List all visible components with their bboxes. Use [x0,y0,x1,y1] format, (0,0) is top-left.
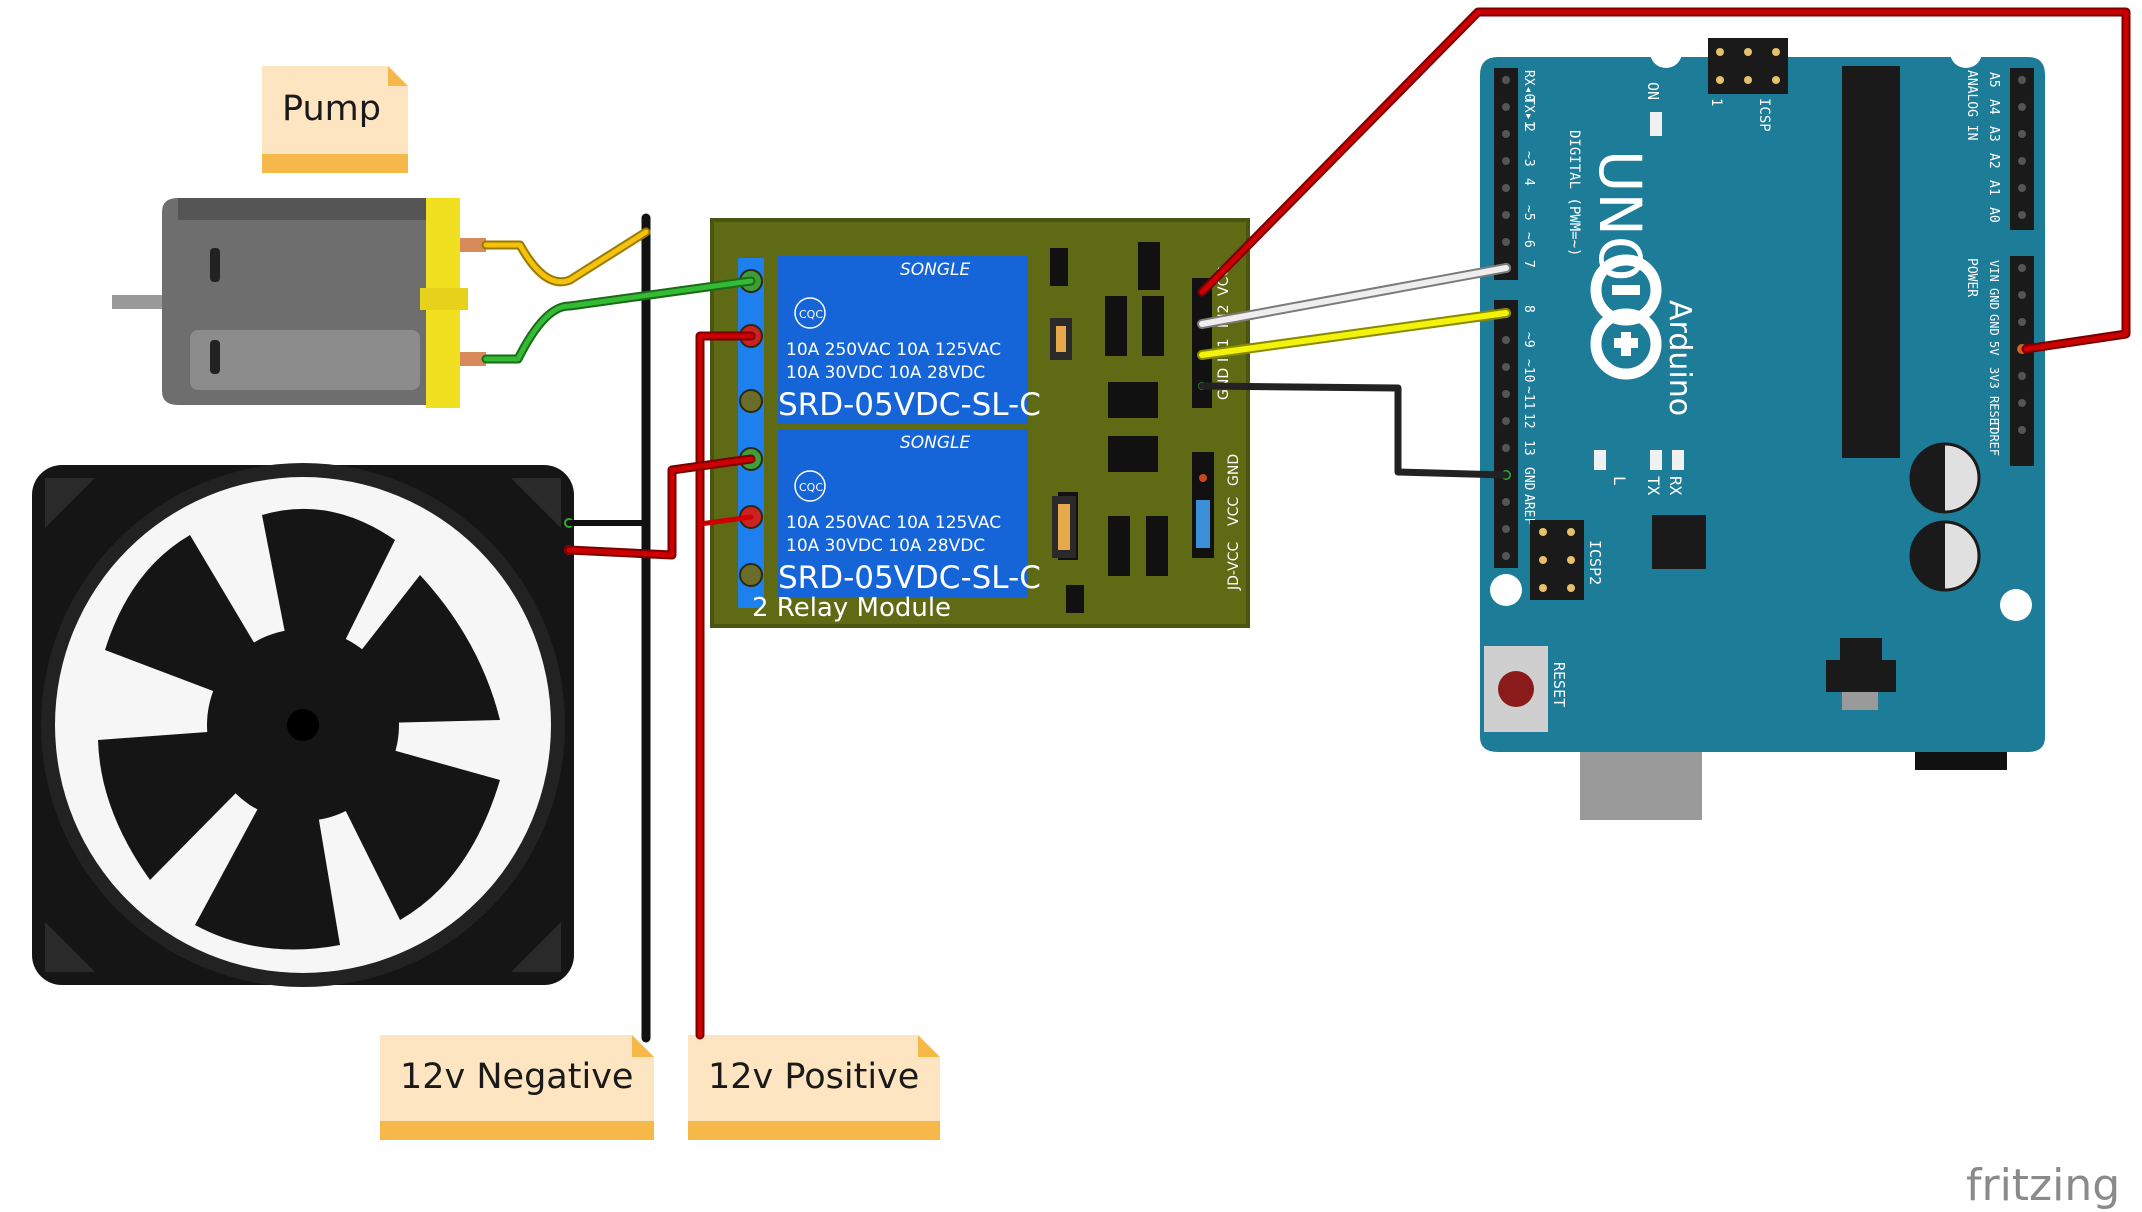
relay-1-model: SRD-05VDC-SL-C [778,387,1041,423]
pin-label-d10: ~10 [1521,359,1536,382]
relay-1-ratings-2: 10A 30VDC 10A 28VDC [786,363,985,383]
relay-module: SONGLE CQC 10A 250VAC 10A 125VAC 10A 30V… [710,218,1250,628]
relay-module-title: 2 Relay Module [752,593,951,623]
relay-jumper-vcc: VCC [1226,497,1242,526]
relay-2-brand: SONGLE [900,433,971,453]
pin-label-reset: RESET [1987,396,2001,432]
pin-label-d11: ~11 [1521,386,1536,409]
pin-label-a3: A3 [1986,126,2001,142]
note-pump: Pump [262,66,408,173]
analog-pin-labels: A5 A4 A3 A2 A1 A0 ANALOG IN [1964,70,2001,223]
on-label: ON [1644,82,1662,100]
digital-pin-labels: RX◂0 TX▸1 2 ~3 4 ~5 ~6 7 8 ~9 ~10 ~11 12… [1521,70,1536,525]
pin-label-d1: TX▸1 [1521,97,1536,128]
power-pin-labels: VIN GND GND 5V 3V3 RESET IOREF POWER [1964,258,2001,456]
fritzing-brand: fritzing [1966,1160,2120,1211]
wire-pump-yellow [481,227,651,287]
atmega-chip [1842,66,1900,458]
relay-1: SONGLE CQC 10A 250VAC 10A 125VAC 10A 30V… [778,256,1041,424]
icsp-pin1-label: 1 [1708,98,1724,106]
icsp-header [1708,38,1788,94]
arduino-uno: RX◂0 TX▸1 2 ~3 4 ~5 ~6 7 8 ~9 ~10 ~11 12… [1480,36,2045,820]
relay-1-brand: SONGLE [900,260,971,280]
note-pump-text: Pump [282,89,381,129]
pin-label-d12: 12 [1521,413,1536,429]
pin-label-d13: 13 [1521,440,1536,456]
cooling-fan [32,463,574,987]
pin-label-d2: 2 [1521,124,1536,132]
pin-label-d6: ~6 [1521,232,1536,248]
note-negative-text: 12v Negative [400,1057,633,1097]
pin-label-vin: VIN [1987,260,2001,282]
pin-label-d7: 7 [1521,260,1536,268]
uno-label: UNO [1586,150,1654,282]
pin-label-gnd-1: GND [1987,288,2001,310]
motor-shaft [112,295,167,309]
pin-label-a4: A4 [1986,99,2001,115]
pin-label-a2: A2 [1986,153,2001,169]
note-positive: 12v Positive [688,1035,940,1140]
pin-label-3v3: 3V3 [1987,367,2001,389]
pin-label-d8: 8 [1521,305,1536,313]
pin-label-gnd: GND [1521,467,1536,491]
pin-label-5v: 5V [1987,341,2001,355]
reset-label: RESET [1550,662,1568,707]
relay-2-model: SRD-05VDC-SL-C [778,560,1041,596]
icsp2-label: ICSP2 [1586,540,1604,585]
note-negative: 12v Negative [380,1035,654,1140]
relay-jumper-jdvcc: JD-VCC [1226,542,1242,591]
note-positive-text: 12v Positive [708,1057,919,1097]
arduino-brand: Arduino [1662,300,1697,416]
pump-motor [112,198,486,408]
pin-label-a5: A5 [1986,72,2001,88]
pin-label-aref: AREF [1521,494,1536,525]
pin-label-d5: ~5 [1521,205,1536,221]
pin-label-a1: A1 [1986,180,2001,196]
arduino-logo [1590,254,1662,380]
pin-label-d0: RX◂0 [1521,70,1536,101]
pin-label-d3: ~3 [1521,151,1536,167]
power-label: POWER [1964,258,1979,297]
on-led [1650,112,1662,136]
relay-2: SONGLE CQC 10A 250VAC 10A 125VAC 10A 30V… [778,429,1041,597]
pin-label-a0: A0 [1986,207,2001,223]
relay-1-cert: CQC [799,308,823,321]
pin-label-ioref: IOREF [1987,420,2001,456]
relay-1-ratings-1: 10A 250VAC 10A 125VAC [786,340,1001,360]
led-l-label: L [1610,476,1629,486]
relay-jumper-gnd: GND [1226,454,1242,486]
relay-2-ratings-1: 10A 250VAC 10A 125VAC [786,513,1001,533]
pin-label-gnd-2: GND [1987,314,2001,336]
icsp-label: ICSP [1756,98,1772,132]
wires [481,7,2131,1043]
icsp2-header [1530,520,1584,600]
led-tx-label: TX [1644,476,1663,496]
relay-2-ratings-2: 10A 30VDC 10A 28VDC [786,536,985,556]
pin-label-d4: 4 [1521,178,1536,186]
wire-gnd [1198,382,1510,479]
relay-2-cert: CQC [799,481,823,494]
digital-label: DIGITAL (PWM=~) [1566,130,1582,256]
analog-in-label: ANALOG IN [1964,70,1979,140]
pin-label-d9: ~9 [1521,332,1536,348]
led-rx-label: RX [1666,476,1685,496]
